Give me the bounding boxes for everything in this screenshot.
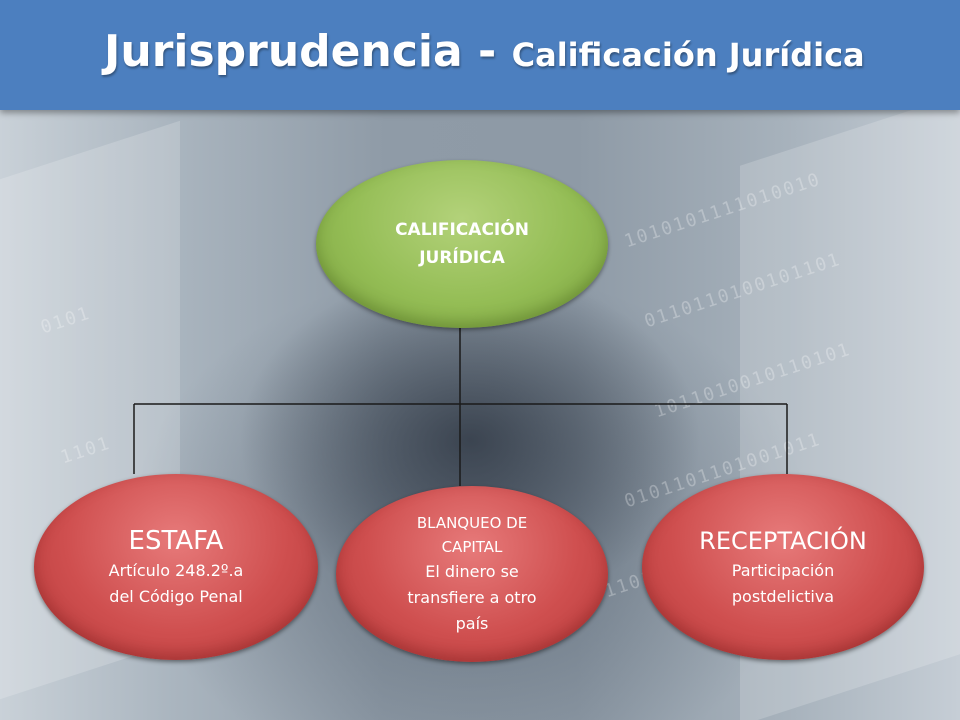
node-blanqueo-de-capital: BLANQUEO DE CAPITAL El dinero se transfi… — [336, 486, 608, 662]
title-main: Jurisprudencia - — [104, 26, 512, 77]
node-receptacion-line2: postdelictiva — [731, 587, 835, 606]
root-node-calificacion-juridica: CALIFICACIÓN JURÍDICA — [316, 160, 608, 328]
node-blanqueo-title-line2: CAPITAL — [441, 538, 503, 556]
root-label-line2: JURÍDICA — [419, 248, 505, 268]
node-blanqueo-line2: transfiere a otro — [407, 588, 537, 607]
node-receptacion-line1: Participación — [731, 561, 835, 580]
node-blanqueo-title-line1: BLANQUEO DE — [416, 514, 528, 532]
root-label-line1: CALIFICACIÓN — [395, 220, 529, 240]
node-estafa-line2: del Código Penal — [109, 587, 243, 606]
node-receptacion-title: RECEPTACIÓN — [699, 527, 867, 555]
node-estafa-title: ESTAFA — [128, 526, 224, 556]
node-receptacion: RECEPTACIÓN Participación postdelictiva — [642, 474, 924, 660]
node-blanqueo-line1: El dinero se — [425, 562, 519, 581]
node-estafa-line1: Artículo 248.2º.a — [108, 561, 244, 580]
title-sub: Calificación Jurídica — [511, 36, 865, 74]
node-estafa: ESTAFA Artículo 248.2º.a del Código Pena… — [34, 474, 318, 660]
node-blanqueo-line3: país — [455, 614, 489, 633]
title-bar: Jurisprudencia - Calificación Jurídica — [0, 0, 960, 110]
page-title: Jurisprudencia - Calificación Jurídica — [104, 26, 865, 77]
